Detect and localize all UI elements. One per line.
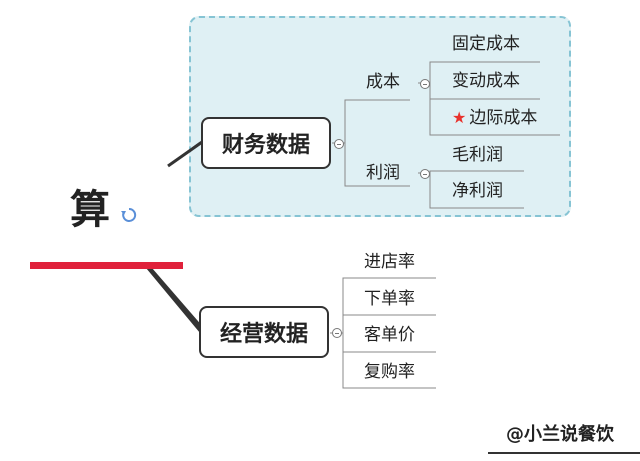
operations-item-visit-rate[interactable]: 进店率 bbox=[364, 252, 415, 272]
profit-collapse-button[interactable] bbox=[420, 169, 430, 179]
credit-underline bbox=[488, 452, 640, 454]
cost-topic[interactable]: 成本 bbox=[366, 72, 400, 92]
operations-collapse-button[interactable] bbox=[332, 328, 342, 338]
operations-node[interactable]: 经营数据 bbox=[199, 306, 329, 358]
root-underline bbox=[30, 262, 183, 269]
finance-node[interactable]: 财务数据 bbox=[201, 117, 331, 169]
cost-item-marginal-label: 边际成本 bbox=[469, 108, 538, 128]
cost-item-fixed[interactable]: 固定成本 bbox=[452, 34, 520, 54]
author-credit: @小兰说餐饮 bbox=[506, 424, 614, 445]
cost-item-marginal[interactable]: ★边际成本 bbox=[452, 110, 537, 127]
profit-item-net[interactable]: 净利润 bbox=[452, 181, 503, 201]
operations-item-repurchase-rate[interactable]: 复购率 bbox=[364, 362, 415, 382]
finance-group-box bbox=[189, 16, 571, 217]
operations-item-avg-ticket[interactable]: 客单价 bbox=[364, 325, 415, 345]
operations-item-order-rate[interactable]: 下单率 bbox=[364, 289, 415, 309]
profit-topic[interactable]: 利润 bbox=[366, 163, 400, 183]
cost-item-variable[interactable]: 变动成本 bbox=[452, 71, 520, 91]
star-icon: ★ bbox=[452, 108, 467, 127]
profit-item-gross[interactable]: 毛利润 bbox=[452, 145, 503, 165]
refresh-icon[interactable] bbox=[120, 206, 138, 224]
finance-collapse-button[interactable] bbox=[334, 139, 344, 149]
root-topic[interactable]: 算 bbox=[70, 187, 110, 233]
cost-collapse-button[interactable] bbox=[420, 79, 430, 89]
